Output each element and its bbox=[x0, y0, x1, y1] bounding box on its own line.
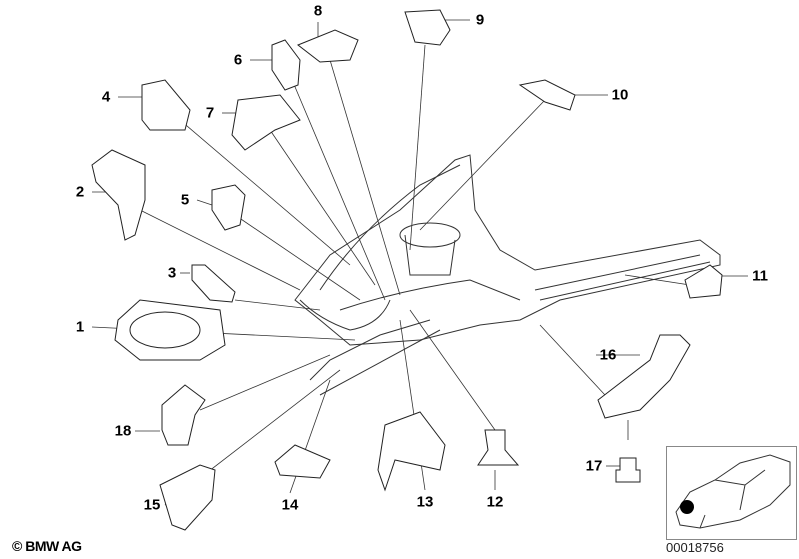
part-11-bracket[interactable] bbox=[684, 264, 723, 299]
callout-3[interactable]: 3 bbox=[167, 264, 177, 282]
part-17-bolt[interactable] bbox=[615, 457, 641, 483]
part-14-bracket[interactable] bbox=[274, 444, 331, 479]
part-18-bracket[interactable] bbox=[161, 384, 206, 446]
part-2-bracket[interactable] bbox=[91, 149, 146, 241]
callout-14[interactable]: 14 bbox=[281, 496, 299, 514]
car-locator-icon bbox=[675, 454, 791, 529]
callout-12[interactable]: 12 bbox=[486, 493, 504, 511]
part-9-bracket[interactable] bbox=[404, 9, 451, 46]
part-8-bracket[interactable] bbox=[297, 29, 359, 63]
part-4-bracket[interactable] bbox=[141, 79, 191, 131]
copyright-text: © BMW AG bbox=[12, 538, 82, 554]
front-body-frame bbox=[294, 154, 721, 396]
callout-8[interactable]: 8 bbox=[313, 2, 323, 20]
part-7-bracket[interactable] bbox=[231, 94, 301, 151]
callout-1[interactable]: 1 bbox=[75, 318, 85, 336]
callout-18[interactable]: 18 bbox=[114, 422, 132, 440]
callout-7[interactable]: 7 bbox=[205, 104, 215, 122]
part-15-bracket[interactable] bbox=[159, 464, 216, 531]
part-5-bracket[interactable] bbox=[211, 184, 246, 231]
callout-9[interactable]: 9 bbox=[475, 11, 485, 29]
diagram-number: 00018756 bbox=[666, 540, 724, 555]
callout-11[interactable]: 11 bbox=[752, 267, 768, 285]
part-3-bracket[interactable] bbox=[191, 264, 236, 303]
callout-6[interactable]: 6 bbox=[233, 51, 243, 69]
callout-15[interactable]: 15 bbox=[143, 496, 161, 514]
part-6-bracket[interactable] bbox=[271, 39, 301, 91]
leader-lines bbox=[91, 19, 748, 506]
part-13-bracket[interactable] bbox=[377, 411, 446, 492]
callout-17[interactable]: 17 bbox=[585, 457, 603, 475]
part-12-bracket[interactable] bbox=[477, 429, 520, 466]
callout-2[interactable]: 2 bbox=[75, 183, 85, 201]
part-16-support[interactable] bbox=[597, 334, 691, 419]
callout-10[interactable]: 10 bbox=[611, 86, 629, 104]
callout-4[interactable]: 4 bbox=[101, 88, 111, 106]
callout-5[interactable]: 5 bbox=[180, 191, 190, 209]
car-locator-frame bbox=[666, 446, 797, 540]
callout-16[interactable]: 16 bbox=[599, 346, 617, 364]
callout-13[interactable]: 13 bbox=[416, 493, 434, 511]
part-10-plate[interactable] bbox=[518, 79, 576, 111]
